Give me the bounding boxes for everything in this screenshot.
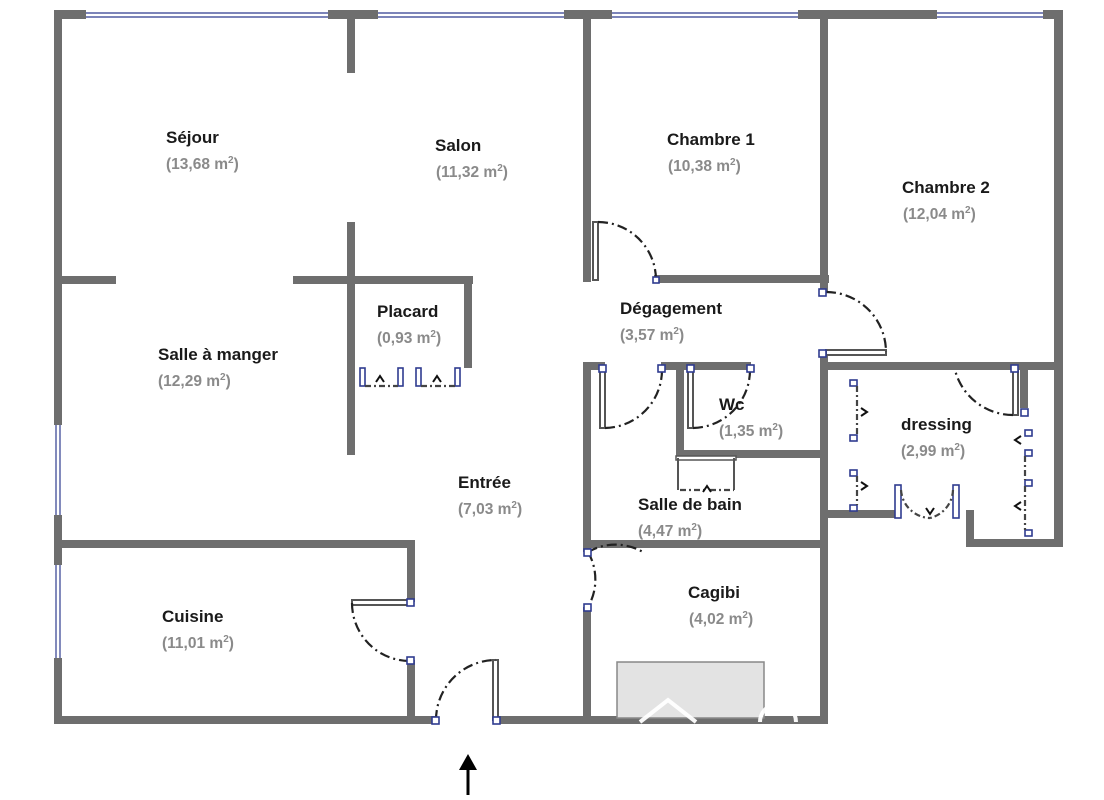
door-wc xyxy=(686,364,755,430)
room-name: Placard xyxy=(377,302,438,321)
room-area: (11,01 m2) xyxy=(162,634,234,652)
cagibi-storage-unit xyxy=(616,661,765,719)
room-area: (2,99 m2) xyxy=(901,442,965,460)
door-dressing xyxy=(953,364,1029,417)
door-chambre-1 xyxy=(592,220,660,284)
room-area: (3,57 m2) xyxy=(620,326,684,344)
dressing-closet-left xyxy=(849,379,869,512)
window-salon xyxy=(378,11,564,19)
room-area: (10,38 m2) xyxy=(668,157,741,175)
room-cuisine: Cuisine (11,01 m2) xyxy=(162,607,234,652)
door-cagibi xyxy=(583,543,644,612)
room-name: Séjour xyxy=(166,128,219,147)
room-name: Chambre 1 xyxy=(667,130,755,149)
room-salle-a-manger: Salle à manger (12,29 m2) xyxy=(158,345,278,390)
room-name: Chambre 2 xyxy=(902,178,990,197)
room-salon: Salon (11,32 m2) xyxy=(435,136,508,181)
room-wc: Wc (1,35 m2) xyxy=(719,395,783,440)
room-dressing: dressing (2,99 m2) xyxy=(901,415,972,460)
doors xyxy=(350,220,1029,725)
room-name: Salon xyxy=(435,136,481,155)
room-name: Salle de bain xyxy=(638,495,742,514)
room-name: Wc xyxy=(719,395,745,414)
room-area: (12,29 m2) xyxy=(158,372,231,390)
room-cagibi: Cagibi (4,02 m2) xyxy=(688,583,753,628)
room-name: Cagibi xyxy=(688,583,740,602)
room-sejour: Séjour (13,68 m2) xyxy=(166,128,239,173)
room-area: (11,32 m2) xyxy=(436,163,508,181)
window-chambre-1 xyxy=(612,11,798,19)
room-name: Dégagement xyxy=(620,299,722,318)
room-name: Salle à manger xyxy=(158,345,278,364)
watermark xyxy=(638,697,798,724)
room-area: (4,47 m2) xyxy=(638,522,702,540)
door-salle-de-bain xyxy=(598,364,666,430)
dressing-closet-bottom xyxy=(894,484,960,520)
room-area: (4,02 m2) xyxy=(689,610,753,628)
sliding-doors xyxy=(359,367,1033,537)
sdb-sliding-door xyxy=(675,455,737,493)
room-entree: Entrée (7,03 m2) xyxy=(458,473,522,518)
door-cuisine xyxy=(350,598,415,665)
room-name: dressing xyxy=(901,415,972,434)
door-chambre-2 xyxy=(818,288,888,358)
window-sejour xyxy=(86,11,328,19)
dressing-closet-right xyxy=(1013,429,1033,537)
room-salle-de-bain: Salle de bain (4,47 m2) xyxy=(638,495,742,540)
room-area: (13,68 m2) xyxy=(166,155,239,173)
window-salle-a-manger xyxy=(54,425,62,515)
room-placard: Placard (0,93 m2) xyxy=(377,302,441,347)
room-chambre-2: Chambre 2 (12,04 m2) xyxy=(902,178,990,223)
room-degagement: Dégagement (3,57 m2) xyxy=(620,299,722,344)
room-area: (0,93 m2) xyxy=(377,329,441,347)
room-area: (12,04 m2) xyxy=(903,205,976,223)
door-entree xyxy=(431,658,501,725)
windows xyxy=(54,11,1043,658)
room-chambre-1: Chambre 1 (10,38 m2) xyxy=(667,130,755,175)
room-area: (1,35 m2) xyxy=(719,422,783,440)
window-chambre-2 xyxy=(937,11,1043,19)
room-name: Cuisine xyxy=(162,607,223,626)
room-name: Entrée xyxy=(458,473,511,492)
room-area: (7,03 m2) xyxy=(458,500,522,518)
arrow-up-icon xyxy=(459,754,477,795)
room-labels: Séjour (13,68 m2) Salon (11,32 m2) Chamb… xyxy=(158,128,990,652)
window-cuisine xyxy=(54,565,62,658)
walls xyxy=(54,10,1063,724)
